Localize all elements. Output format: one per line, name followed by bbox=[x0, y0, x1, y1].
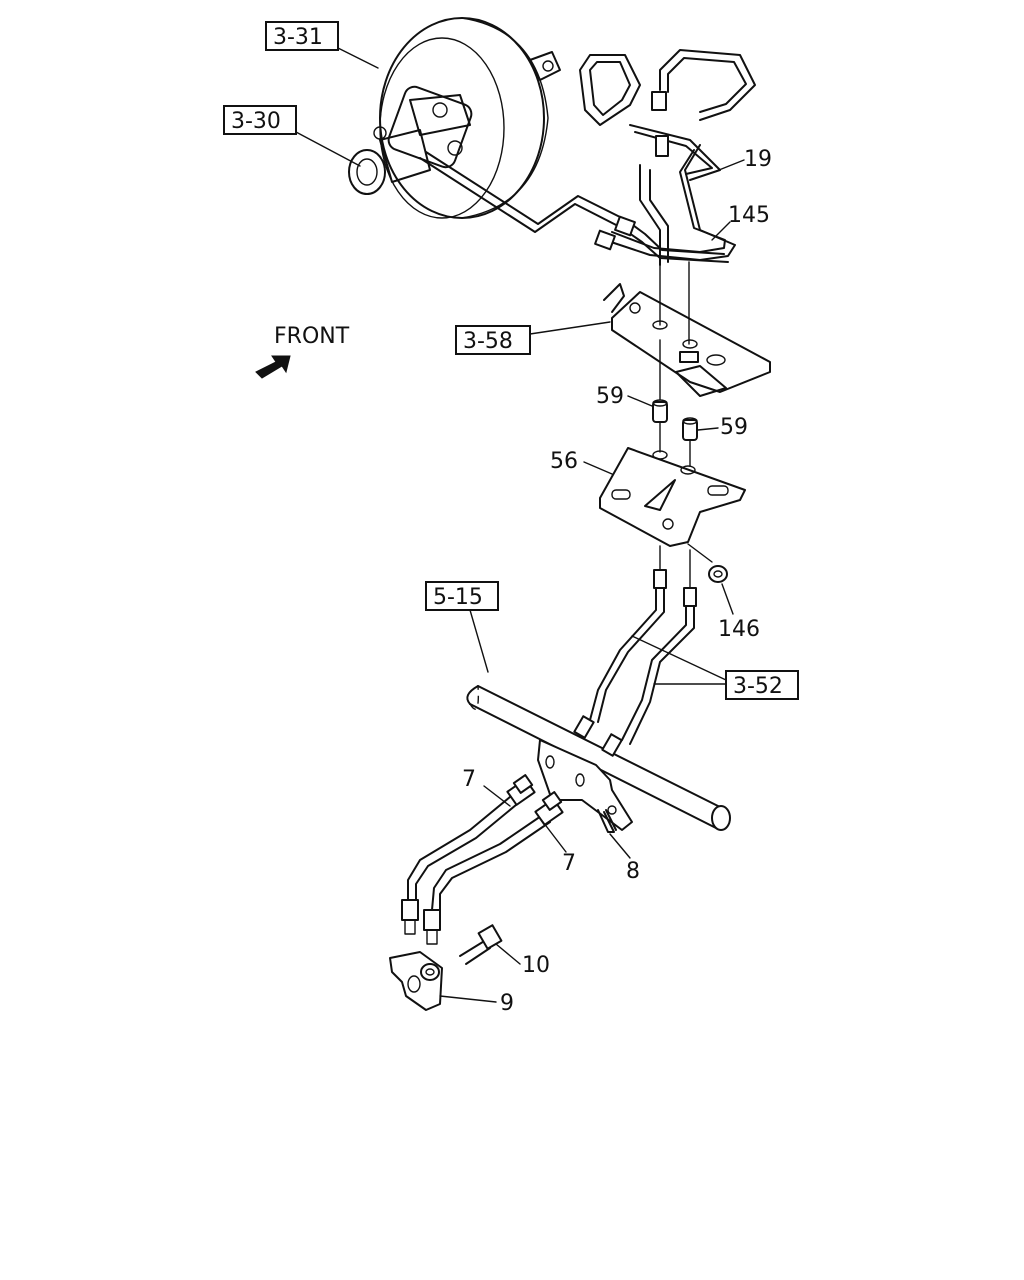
part-label-59-left: 59 bbox=[596, 384, 624, 409]
ref-label-5-15: 5-15 bbox=[433, 585, 483, 610]
bolt-10 bbox=[459, 924, 503, 965]
ref-label-3-30: 3-30 bbox=[231, 109, 281, 134]
part-label-9: 9 bbox=[500, 991, 514, 1016]
brake-pipes-3-52 bbox=[573, 569, 697, 757]
part-label-10: 10 bbox=[522, 953, 550, 978]
spacer-59-right bbox=[682, 417, 698, 441]
part-label-19: 19 bbox=[744, 147, 772, 172]
ref-label-3-58: 3-58 bbox=[463, 329, 513, 354]
ref-box-5-15: 5-15 bbox=[425, 581, 499, 611]
front-arrow-icon bbox=[255, 355, 291, 379]
hose-bracket bbox=[537, 739, 633, 831]
front-label: FRONT bbox=[274, 324, 350, 349]
ref-box-3-58: 3-58 bbox=[455, 325, 531, 355]
spacer-59-left bbox=[652, 399, 668, 423]
part-label-59-right: 59 bbox=[720, 415, 748, 440]
part-label-146: 146 bbox=[718, 617, 760, 642]
part-label-7-upper: 7 bbox=[462, 767, 476, 792]
ref-box-3-52: 3-52 bbox=[725, 670, 799, 700]
three-way-joint-9 bbox=[389, 951, 443, 1011]
clip-8 bbox=[597, 809, 617, 833]
bracket-56 bbox=[599, 447, 746, 547]
bracket-3-58 bbox=[603, 283, 771, 397]
part-label-7-lower: 7 bbox=[562, 851, 576, 876]
master-cylinder bbox=[348, 85, 473, 195]
upper-brake-pipes bbox=[419, 49, 756, 266]
part-label-56: 56 bbox=[550, 449, 578, 474]
ref-box-3-31: 3-31 bbox=[265, 21, 339, 51]
washer-146 bbox=[708, 565, 728, 583]
ref-label-3-52: 3-52 bbox=[733, 674, 783, 699]
ref-box-3-30: 3-30 bbox=[223, 105, 297, 135]
part-label-145: 145 bbox=[728, 203, 770, 228]
ref-label-3-31: 3-31 bbox=[273, 25, 323, 50]
flex-hoses-7 bbox=[401, 774, 564, 945]
part-label-8: 8 bbox=[626, 859, 640, 884]
